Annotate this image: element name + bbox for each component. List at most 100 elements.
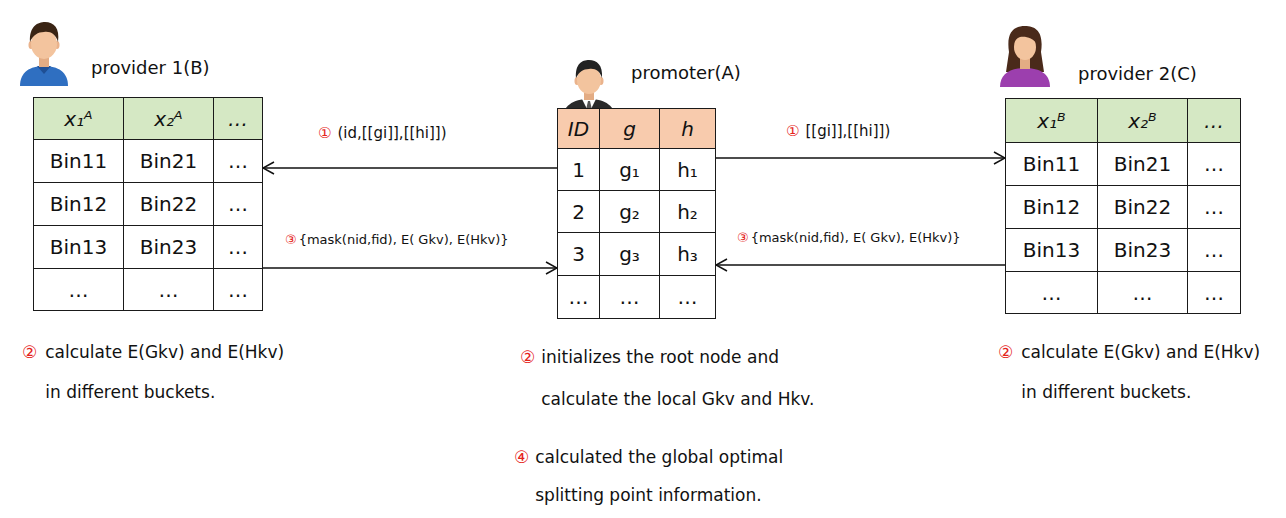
cell-text: …: [228, 149, 248, 173]
edge-label: (id,[[gi]],[[hi]]): [337, 123, 446, 143]
edge-label: {mask(nid,fid), E( Gkv), E(Hkv)}: [751, 229, 961, 247]
cell-text: x₁ᴮ: [1037, 109, 1066, 133]
callout-number: ②: [998, 332, 1013, 372]
text-group: ②initializes the root node and calculate…: [520, 336, 831, 420]
table-cell: g₃: [600, 233, 660, 276]
table-cell: …: [1188, 186, 1241, 229]
table-cell: Bin12: [34, 183, 124, 226]
cell-text: Bin22: [140, 192, 197, 216]
table-cell: …: [1006, 272, 1098, 314]
table-cell: …: [660, 276, 716, 319]
edge-label: {mask(nid,fid), E( Gkv), E(Hkv)}: [299, 231, 509, 249]
table-cell: x₂ᴮ: [1098, 99, 1188, 143]
cell-text: Bin23: [1114, 238, 1171, 262]
cell-text: Bin23: [140, 235, 197, 259]
cell-text: …: [228, 278, 248, 302]
cell-text: h₁: [677, 158, 698, 182]
cell-text: …: [1204, 109, 1224, 133]
flow-arrow: [716, 264, 1005, 266]
cell-text: …: [1133, 281, 1153, 305]
text-group: ① (id,[[gi]],[[hi]]): [318, 123, 447, 143]
cell-text: Bin13: [1023, 238, 1080, 262]
cell-text: 3: [572, 242, 585, 266]
table-cell: Bin11: [34, 140, 124, 183]
cell-text: …: [1042, 281, 1062, 305]
table-cell: h: [660, 109, 716, 149]
table-cell: …: [558, 276, 600, 319]
table-cell: h₁: [660, 149, 716, 191]
table-cell: Bin21: [124, 140, 214, 183]
callout-number: ④: [514, 438, 529, 476]
flow-arrow: [263, 267, 557, 269]
callout-number: ③: [737, 229, 749, 247]
data-table: provider 1(B)x₁ᴬx₂ᴬ…Bin11Bin21…Bin12Bin2…: [33, 97, 263, 311]
cell-text: …: [159, 278, 179, 302]
cell-text: g₁: [619, 158, 640, 182]
table-cell: …: [34, 269, 124, 311]
text-group: ②calculate E(Gkv) and E(Hkv) in differen…: [22, 332, 300, 412]
cell-text: Bin11: [1023, 152, 1080, 176]
cell-text: …: [569, 285, 589, 309]
step-note: calculate E(Gkv) and E(Hkv) in different…: [1021, 332, 1276, 412]
data-table: provider 2(C)x₁ᴮx₂ᴮ…Bin11Bin21…Bin12Bin2…: [1005, 98, 1241, 314]
cell-text: g₃: [619, 242, 640, 266]
table-cell: g: [600, 109, 660, 149]
cell-text: g₂: [619, 200, 640, 224]
table-cell: …: [214, 140, 263, 183]
cell-text: …: [620, 285, 640, 309]
cell-text: x₁ᴬ: [64, 107, 92, 131]
table-cell: Bin13: [34, 226, 124, 269]
flow-arrow: [716, 157, 1005, 159]
table-cell: Bin23: [124, 226, 214, 269]
callout-number: ②: [22, 332, 37, 372]
step-note: initializes the root node and calculate …: [541, 336, 831, 420]
cell-text: ID: [568, 117, 589, 141]
table-cell: …: [1098, 272, 1188, 314]
table-cell: 2: [558, 191, 600, 233]
edge-label: [[gi]],[[hi]]): [805, 121, 890, 141]
text-group: ③{mask(nid,fid), E( Gkv), E(Hkv)}: [737, 229, 961, 247]
table-cell: x₂ᴬ: [124, 98, 214, 140]
table-cell: …: [214, 98, 263, 140]
text-group: ②calculate E(Gkv) and E(Hkv) in differen…: [998, 332, 1276, 412]
cell-text: Bin22: [1114, 195, 1171, 219]
table-cell: Bin11: [1006, 143, 1098, 186]
table-cell: …: [214, 226, 263, 269]
step-note: calculated the global optimal splitting …: [535, 438, 825, 514]
table-cell: ID: [558, 109, 600, 149]
table-cell: Bin23: [1098, 229, 1188, 272]
party-name: provider 2(C): [1078, 63, 1197, 84]
table-cell: …: [214, 183, 263, 226]
cell-text: Bin12: [50, 192, 107, 216]
table-cell: …: [1188, 99, 1241, 143]
cell-text: Bin21: [1114, 152, 1171, 176]
table-cell: Bin21: [1098, 143, 1188, 186]
cell-text: …: [228, 235, 248, 259]
cell-text: …: [678, 285, 698, 309]
cell-text: 2: [572, 200, 585, 224]
table-cell: …: [124, 269, 214, 311]
table-cell: g₂: [600, 191, 660, 233]
party-name: provider 1(B): [91, 57, 210, 78]
cell-text: Bin21: [140, 149, 197, 173]
callout-number: ①: [318, 123, 331, 143]
cell-text: Bin11: [50, 149, 107, 173]
table-cell: Bin12: [1006, 186, 1098, 229]
cell-text: h₂: [677, 200, 698, 224]
cell-text: h₃: [677, 242, 698, 266]
table-cell: Bin13: [1006, 229, 1098, 272]
table-cell: 1: [558, 149, 600, 191]
table-cell: 3: [558, 233, 600, 276]
table-cell: …: [1188, 229, 1241, 272]
callout-number: ②: [520, 336, 535, 378]
cell-text: x₂ᴮ: [1128, 109, 1157, 133]
step-note: calculate E(Gkv) and E(Hkv) in different…: [45, 332, 300, 412]
text-group: ④calculated the global optimal splitting…: [514, 438, 825, 514]
table-cell: x₁ᴮ: [1006, 99, 1098, 143]
table-cell: …: [1188, 272, 1241, 314]
cell-text: …: [1204, 195, 1224, 219]
table-cell: …: [214, 269, 263, 311]
table-cell: …: [600, 276, 660, 319]
party-name: promoter(A): [631, 62, 741, 83]
person-icon: [1000, 26, 1050, 87]
